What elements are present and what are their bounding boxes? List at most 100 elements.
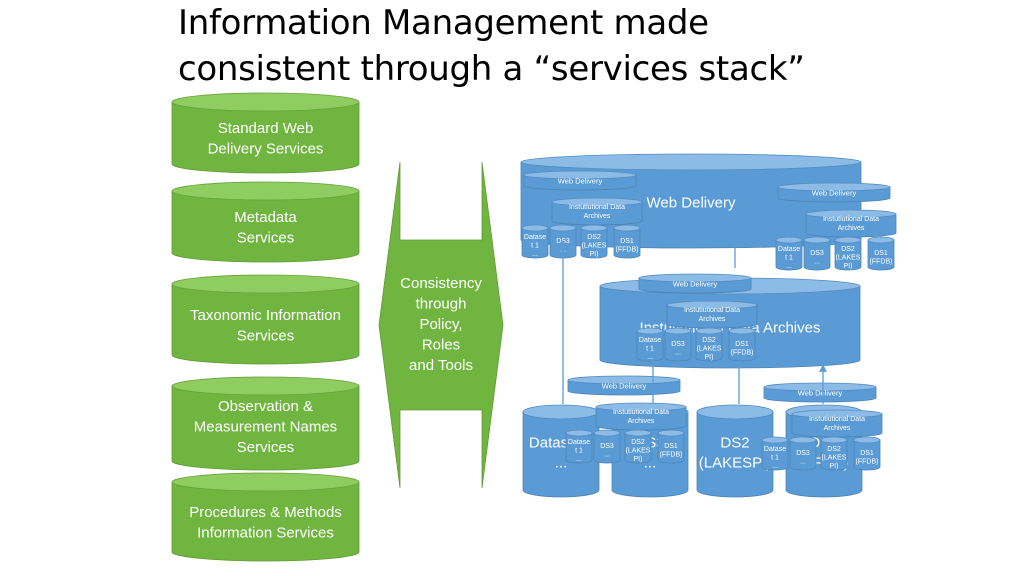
- mini-ds1-label: DS1: [664, 443, 678, 450]
- mini-ds2-label: (LAKES: [697, 345, 722, 352]
- mini-ds1-label: (FFDB): [731, 350, 754, 357]
- mini-dataset-1-label: ...: [532, 251, 538, 258]
- mini-archives-label: Instutiutional Data: [613, 409, 669, 416]
- mini-ds2-label: PI): [634, 456, 643, 463]
- mini-ds3-label: DS3: [796, 450, 810, 457]
- mini-web-delivery: Web Delivery: [638, 273, 752, 294]
- mini-ds1-label: (FFDB): [856, 459, 879, 466]
- mini-web-delivery-label: Web Delivery: [558, 177, 603, 186]
- mini-ds2-label: (LAKES: [822, 454, 847, 461]
- mini-dataset-1-label: Datase: [639, 337, 661, 344]
- mini-ds1-label: (FFDB): [616, 247, 639, 254]
- mini-ds3-label: DS3: [810, 250, 824, 257]
- mini-dataset-1-label: ...: [772, 463, 778, 470]
- service-cylinder-3-label: Taxonomic Information: [190, 307, 341, 324]
- mini-ds1-label: DS1: [620, 238, 634, 245]
- mini-dataset-1-label: Datase: [764, 446, 786, 453]
- mini-ds1-label: (FFDB): [870, 259, 893, 266]
- mini-ds2-label: (LAKES: [582, 242, 607, 249]
- mini-ds2-label: PI): [830, 463, 839, 470]
- double-arrow-shape: [378, 161, 504, 489]
- mini-dataset-1-label: t 1: [771, 454, 779, 461]
- mini-ds1-label: DS1: [860, 450, 874, 457]
- web-delivery-cylinder-label: Web Delivery: [647, 194, 736, 211]
- mini-archives-label: Archives: [584, 213, 611, 220]
- title-line-1: Information Management made: [178, 3, 709, 43]
- mini-ds3-label: ...: [675, 350, 681, 357]
- mini-dataset-1-label: Datase: [568, 439, 590, 446]
- mini-ds3-label: DS3: [671, 341, 685, 348]
- mini-ds3-label: ...: [800, 459, 806, 466]
- mini-ds2-label: DS2: [841, 246, 855, 253]
- title-line-2: consistent through a “services stack”: [178, 49, 805, 89]
- page-title: Information Management made consistent t…: [178, 0, 878, 92]
- consistency-label: Policy,: [419, 316, 462, 333]
- mini-ds2: DS2(LAKES PI): [624, 429, 652, 464]
- mini-web-delivery-label: Web Delivery: [812, 189, 857, 198]
- service-cylinder-4-label: Observation &: [218, 398, 313, 415]
- mini-ds2-label: PI): [590, 251, 599, 258]
- mini-ds2-label: (LAKES: [626, 447, 651, 454]
- ds2-cylinder-label: DS2: [720, 434, 749, 451]
- consistency-label: Roles: [422, 337, 460, 354]
- mini-ds2: DS2(LAKESPI): [820, 436, 848, 471]
- mini-ds2-label: PI): [705, 354, 714, 361]
- mini-dataset-1: Dataset 1...: [565, 429, 593, 464]
- mini-dataset-1-label: t 1: [575, 447, 583, 454]
- mini-ds3: DS3...: [789, 436, 817, 471]
- mini-web-delivery-label: Web Delivery: [602, 382, 647, 391]
- mini-dataset-1-label: Datase: [524, 234, 546, 241]
- mini-web-delivery: Web Delivery: [523, 170, 637, 191]
- mini-web-delivery-label: Web Delivery: [798, 389, 843, 398]
- mini-dataset-1: Dataset 1...: [761, 436, 789, 471]
- mini-dataset-1-label: ...: [647, 354, 653, 361]
- ds2-cylinder: DS2 (LAKESPI): [696, 404, 774, 498]
- mini-web-delivery: Web Delivery: [763, 382, 877, 403]
- mini-archives-label: Instutiutional Data: [809, 416, 865, 423]
- ds2-cylinder-label: (LAKESPI): [699, 454, 772, 471]
- service-cylinder-2-label: Metadata: [234, 209, 297, 226]
- mini-dataset-1-label: t 1: [785, 254, 793, 261]
- mini-dataset-1-label: t 1: [531, 242, 539, 249]
- mini-archives-label: Instutiutional Data: [569, 204, 625, 211]
- mini-dataset-1-label: Datase: [778, 246, 800, 253]
- mini-ds1: DS1 (FFDB): [657, 429, 685, 464]
- mini-ds2-label: DS2: [631, 439, 645, 446]
- mini-ds3-label: DS3: [600, 443, 614, 450]
- mini-ds3: DS3...: [664, 327, 692, 362]
- mini-dataset-1: Dataset 1...: [775, 236, 803, 271]
- mini-archives-label: Archives: [699, 316, 726, 323]
- mini-ds3: DS3...: [803, 236, 831, 271]
- mini-ds1-label: (FFDB): [660, 452, 683, 459]
- service-cylinder-1-label: Delivery Services: [208, 141, 324, 158]
- consistency-label: Consistency: [400, 275, 482, 292]
- mini-ds1: DS1 (FFDB): [853, 436, 881, 471]
- service-cylinder-1-label: Standard Web: [218, 120, 314, 137]
- mini-ds1-label: DS1: [874, 250, 888, 257]
- consistency-label: through: [416, 296, 467, 313]
- mini-web-delivery: Web Delivery: [567, 375, 681, 396]
- mini-web-delivery: Web Delivery: [777, 182, 891, 203]
- mini-ds1: DS1 (FFDB): [728, 327, 756, 362]
- service-cylinder-5-label: Information Services: [197, 525, 334, 542]
- mini-ds3-label: ...: [814, 259, 820, 266]
- mini-archives-label: Instutiutional Data: [823, 216, 879, 223]
- mini-archives-label: Archives: [824, 425, 851, 432]
- mini-ds2-label: PI): [844, 263, 853, 270]
- mini-dataset-1: Dataset 1...: [521, 224, 549, 259]
- service-cylinder-4-label: Services: [237, 439, 295, 456]
- mini-archives-label: Archives: [628, 418, 655, 425]
- mini-ds1-label: DS1: [735, 341, 749, 348]
- mini-ds2-label: DS2: [587, 234, 601, 241]
